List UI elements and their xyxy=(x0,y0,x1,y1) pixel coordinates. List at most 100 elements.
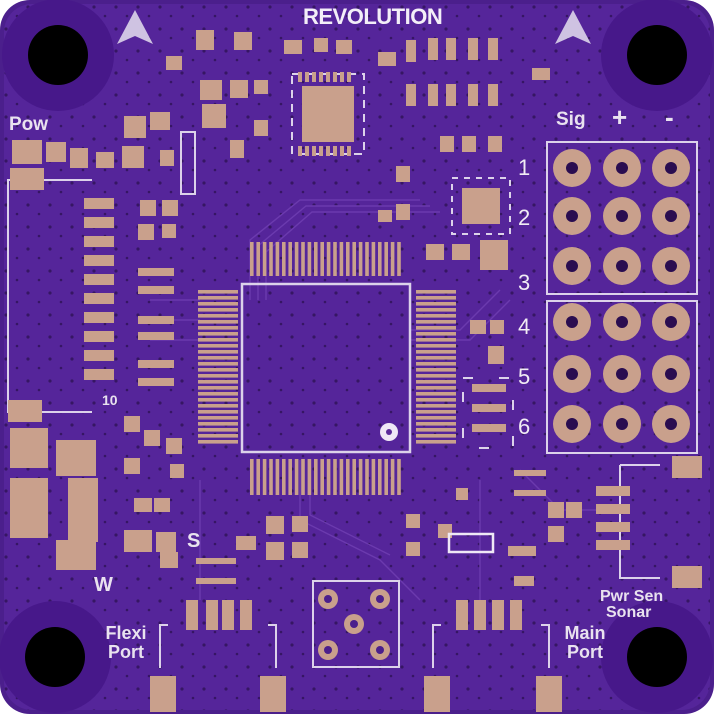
mcu-pin xyxy=(416,356,456,360)
mcu-pin xyxy=(198,416,238,420)
mcu-pin xyxy=(390,242,395,276)
qfn-pin xyxy=(326,146,330,156)
mcu-pin xyxy=(256,242,260,276)
flexi-port-pin xyxy=(186,600,198,630)
pad xyxy=(124,530,152,552)
mcu-pin xyxy=(320,242,324,276)
mcu-pin xyxy=(416,398,456,402)
mcu-pin xyxy=(397,459,401,495)
mcu-pin xyxy=(416,308,456,312)
mounting-hole-tr xyxy=(601,0,713,111)
mcu-pin xyxy=(269,459,273,495)
pad xyxy=(166,56,182,70)
mcu-pin xyxy=(198,368,238,372)
pad xyxy=(406,514,420,528)
mcu-pin xyxy=(198,326,238,330)
pad xyxy=(160,150,174,166)
label-s: S xyxy=(187,530,201,552)
mcu-pin xyxy=(416,392,456,396)
pad xyxy=(508,546,536,556)
mcu-pin xyxy=(416,416,456,420)
pad xyxy=(314,38,328,52)
flexi-port-anchor xyxy=(260,676,286,712)
label-pwr-sen: Pwr Sen xyxy=(600,588,664,605)
qfn-pin xyxy=(347,146,351,156)
main-port-anchor xyxy=(536,676,562,712)
pad xyxy=(10,478,48,538)
pad xyxy=(254,120,268,136)
main-port-line2: Port xyxy=(567,642,603,662)
label-sig: Sig xyxy=(556,109,586,130)
flexi-port-pin xyxy=(240,600,252,630)
mcu-pin xyxy=(250,242,254,276)
mcu-pin xyxy=(198,338,238,342)
mcu-pin xyxy=(352,459,356,495)
mcu-pin xyxy=(346,242,350,276)
pad xyxy=(138,378,174,386)
pad xyxy=(472,404,506,412)
pad xyxy=(138,268,174,276)
pad xyxy=(378,52,396,66)
connector-pad xyxy=(84,293,114,304)
pad xyxy=(138,286,174,294)
mcu-outline xyxy=(240,282,412,454)
pad xyxy=(456,488,468,500)
pad xyxy=(202,104,226,128)
qfn-pin xyxy=(326,72,330,82)
mcu-pin xyxy=(352,242,356,276)
pad xyxy=(200,80,222,100)
pad xyxy=(10,168,44,190)
connector-pad xyxy=(84,312,114,323)
pad xyxy=(470,320,486,334)
pad xyxy=(156,532,176,552)
label-minus: - xyxy=(665,102,674,132)
qfn-pin xyxy=(333,72,337,82)
channel-5: 5 xyxy=(518,364,531,389)
flexi-port-line2: Port xyxy=(108,642,144,662)
mcu-pin xyxy=(416,404,456,408)
main-port-pin xyxy=(474,600,486,630)
flexi-port-pin xyxy=(206,600,218,630)
pad xyxy=(196,558,236,564)
channel-1: 1 xyxy=(518,155,531,180)
pad xyxy=(548,526,564,542)
pad xyxy=(672,566,702,588)
arrow-up-icon xyxy=(555,10,591,44)
pad xyxy=(138,360,174,368)
qfn-pin xyxy=(305,146,309,156)
arrow-up-icon xyxy=(117,10,153,44)
logo: REVOLUTION xyxy=(303,4,443,29)
mcu-pin xyxy=(326,242,331,276)
connector-pad xyxy=(84,236,114,247)
pad xyxy=(428,38,438,60)
pad xyxy=(472,384,506,392)
mcu-pin xyxy=(416,320,456,324)
mounting-hole-br xyxy=(601,601,713,713)
pad xyxy=(124,416,140,432)
pad xyxy=(284,40,302,54)
connector-pad xyxy=(84,274,114,285)
mcu-pin xyxy=(275,242,280,276)
mcu-pin xyxy=(198,422,238,426)
label-w: W xyxy=(94,574,113,596)
main-port-label: Main Port xyxy=(556,624,614,662)
mcu-pin xyxy=(198,374,238,378)
mcu-pin xyxy=(339,242,344,276)
mcu-pin xyxy=(198,392,238,396)
mcu-pin xyxy=(275,459,280,495)
mcu-pin xyxy=(256,459,260,495)
mcu-pin xyxy=(288,459,292,495)
mcu-pin xyxy=(358,459,363,495)
pad xyxy=(378,210,392,222)
mcu-pin xyxy=(198,344,238,348)
connector-pad xyxy=(84,198,114,209)
main-port-pin xyxy=(510,600,522,630)
pad xyxy=(480,240,508,270)
mcu-pin xyxy=(365,459,369,495)
mcu-pin xyxy=(198,398,238,402)
pad xyxy=(566,502,582,518)
connector-pad xyxy=(84,369,114,380)
connector-pad xyxy=(84,331,114,342)
mcu-pin xyxy=(378,242,382,276)
qfn-pin xyxy=(319,146,323,156)
